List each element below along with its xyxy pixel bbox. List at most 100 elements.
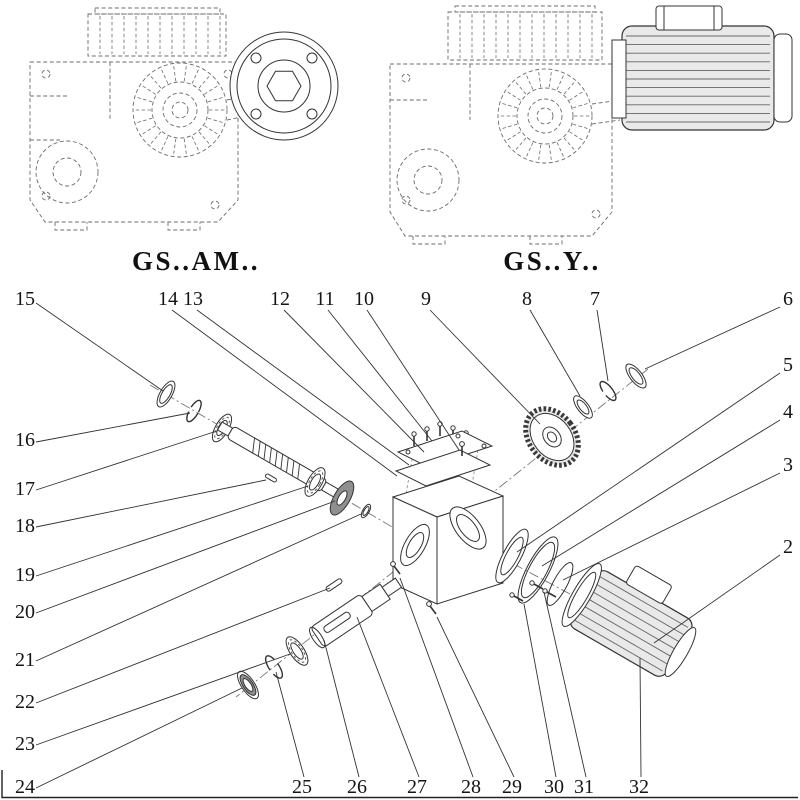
part-housing-bolt bbox=[426, 601, 437, 615]
callout-number-16: 16 bbox=[15, 429, 35, 451]
callout-number-28: 28 bbox=[461, 776, 481, 798]
leader-line-28 bbox=[399, 577, 474, 778]
part-flange-bolts bbox=[509, 580, 557, 602]
callout-number-3: 3 bbox=[783, 454, 793, 476]
leader-line-32 bbox=[639, 657, 642, 778]
leader-line-3 bbox=[562, 472, 781, 581]
leader-line-4 bbox=[541, 419, 781, 567]
part-gear-washer bbox=[573, 395, 593, 419]
part-retaining-ring bbox=[186, 399, 202, 423]
callout-number-5: 5 bbox=[783, 354, 793, 376]
callout-number-18: 18 bbox=[15, 515, 35, 537]
leader-line-21 bbox=[35, 513, 362, 662]
leader-line-20 bbox=[35, 500, 336, 614]
part-bearing-input-rear bbox=[304, 467, 326, 497]
input-fins bbox=[135, 65, 225, 155]
callout-number-13: 13 bbox=[183, 288, 203, 310]
gearbox-motor-ghost-drawing bbox=[389, 5, 793, 245]
flange-adapter-drawing bbox=[229, 31, 339, 141]
leader-line-13 bbox=[196, 309, 410, 466]
part-small-ring bbox=[360, 503, 372, 519]
part-cover-gasket bbox=[394, 449, 492, 487]
part-housing-cover bbox=[396, 430, 494, 468]
part-motor-flange bbox=[495, 528, 529, 584]
callout-number-26: 26 bbox=[347, 776, 367, 798]
callout-number-7: 7 bbox=[590, 288, 600, 310]
variant-label-gs-y: GS..Y.. bbox=[503, 246, 601, 276]
callout-number-31: 31 bbox=[574, 776, 594, 798]
callout-number-22: 22 bbox=[15, 691, 35, 713]
callout-number-6: 6 bbox=[783, 288, 793, 310]
leader-line-27 bbox=[356, 616, 420, 778]
leader-line-22 bbox=[35, 587, 331, 704]
leader-line-16 bbox=[35, 412, 191, 443]
leader-line-30 bbox=[523, 603, 557, 778]
leader-line-8 bbox=[529, 309, 581, 397]
variant-label-gs-am: GS..AM.. bbox=[132, 246, 260, 276]
part-worm-shaft bbox=[216, 421, 339, 498]
callout-number-25: 25 bbox=[292, 776, 312, 798]
callout-number-14: 14 bbox=[158, 288, 178, 310]
leader-line-11 bbox=[327, 309, 433, 442]
callout-number-29: 29 bbox=[502, 776, 522, 798]
part-shim-washer bbox=[329, 480, 355, 516]
exploded-view bbox=[149, 363, 697, 700]
leader-line-23 bbox=[35, 653, 291, 746]
callout-number-2: 2 bbox=[783, 536, 793, 558]
gearbox-flange-ghost-drawing bbox=[29, 7, 339, 231]
leader-line-10 bbox=[366, 309, 460, 451]
leader-line-19 bbox=[35, 485, 309, 577]
leader-line-18 bbox=[35, 479, 267, 528]
leader-line-29 bbox=[436, 616, 515, 778]
leader-line-24 bbox=[35, 687, 243, 789]
part-motor bbox=[561, 563, 697, 677]
part-gear-circlip bbox=[599, 380, 617, 402]
part-output-circlip bbox=[264, 655, 284, 679]
callout-number-10: 10 bbox=[354, 288, 374, 310]
callout-number-24: 24 bbox=[15, 776, 35, 798]
leader-line-6 bbox=[644, 306, 781, 370]
input-fins bbox=[500, 71, 590, 161]
leader-line-2 bbox=[653, 554, 781, 644]
sheet-frame bbox=[1, 770, 798, 799]
part-oil-seal bbox=[156, 380, 176, 408]
callout-number-9: 9 bbox=[421, 288, 431, 310]
callout-number-12: 12 bbox=[270, 288, 290, 310]
leader-line-12 bbox=[283, 309, 425, 453]
part-vent-plug bbox=[459, 441, 465, 456]
part-housing bbox=[391, 475, 505, 605]
part-adapter-ring bbox=[517, 536, 559, 604]
callout-number-4: 4 bbox=[783, 401, 793, 423]
output-axis-line bbox=[235, 368, 649, 698]
callout-number-27: 27 bbox=[407, 776, 427, 798]
part-shim-ring bbox=[546, 562, 574, 606]
motor-drawing bbox=[611, 5, 793, 131]
leader-line-15 bbox=[35, 302, 164, 392]
input-axis-line bbox=[149, 384, 395, 529]
leader-line-7 bbox=[596, 309, 609, 382]
leader-line-31 bbox=[543, 591, 587, 778]
part-bearing-ring bbox=[625, 363, 647, 389]
part-bearing-output bbox=[285, 636, 309, 666]
leader-line-5 bbox=[516, 372, 781, 553]
part-drain-plug bbox=[390, 561, 401, 575]
leader-line-9 bbox=[429, 309, 541, 425]
callout-number-30: 30 bbox=[544, 776, 564, 798]
callout-number-19: 19 bbox=[15, 564, 35, 586]
callout-number-32: 32 bbox=[629, 776, 649, 798]
callout-number-8: 8 bbox=[522, 288, 532, 310]
part-pin bbox=[265, 473, 277, 483]
part-key bbox=[325, 578, 343, 592]
leader-line-25 bbox=[275, 671, 305, 778]
leader-line-14 bbox=[171, 309, 398, 477]
leader-line-17 bbox=[35, 430, 218, 491]
callout-number-23: 23 bbox=[15, 733, 35, 755]
part-output-seal bbox=[237, 670, 259, 700]
callout-number-21: 21 bbox=[15, 649, 35, 671]
leader-line-26 bbox=[323, 639, 360, 778]
callout-number-20: 20 bbox=[15, 601, 35, 623]
callout-number-17: 17 bbox=[15, 478, 35, 500]
